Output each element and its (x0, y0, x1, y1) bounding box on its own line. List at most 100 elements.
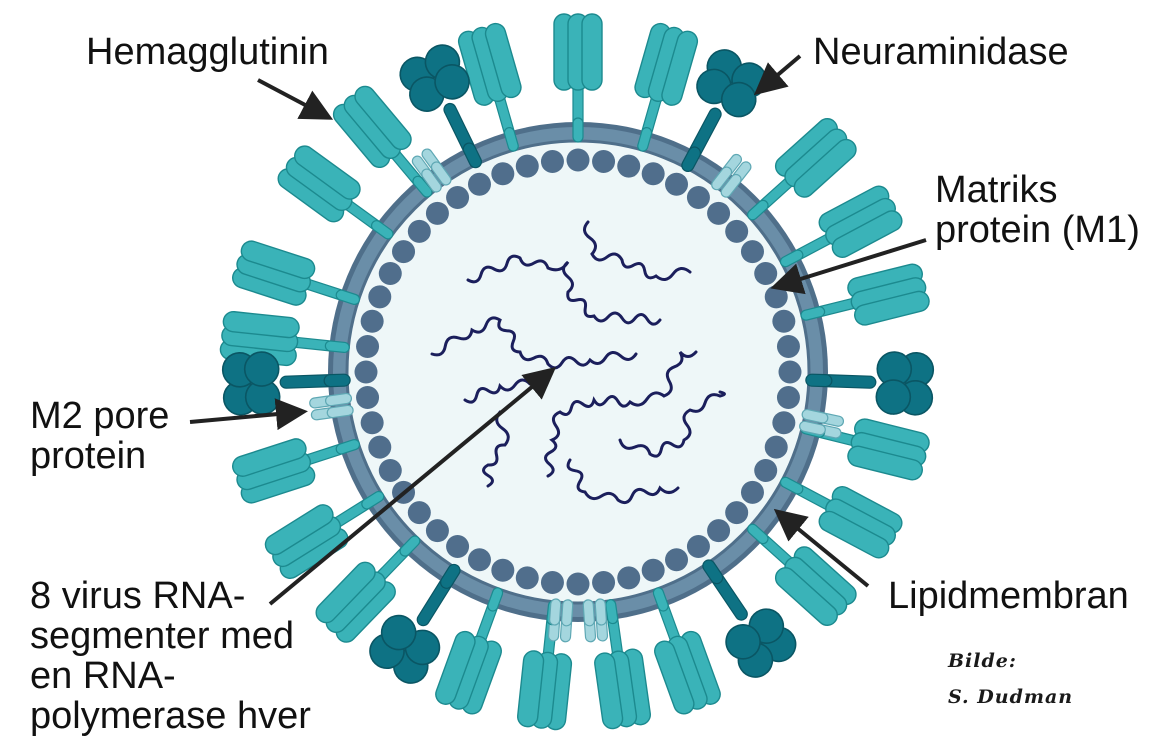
m2-anchor (582, 598, 607, 627)
matrix-protein-dot (665, 548, 689, 572)
matrix-protein-dot (686, 534, 710, 558)
rna-segments (430, 220, 726, 505)
neuraminidase-spike (701, 557, 797, 678)
matrix-protein-dot (491, 162, 515, 186)
matrix-protein-dot (407, 501, 431, 525)
arrow-neuraminidase (753, 54, 802, 96)
label-rna-segments: 8 virus RNA- segmenter med en RNA- polym… (30, 576, 311, 736)
label-rna-line1: 8 virus RNA- (30, 575, 246, 617)
matrix-protein-dot (491, 558, 515, 582)
label-rna-line2: segmenter med (30, 615, 295, 657)
protein-stems (323, 117, 833, 627)
matrix-protein-dot (515, 154, 539, 178)
hemagglutinin-anchor (324, 340, 350, 354)
hemagglutinin-spike (264, 488, 388, 579)
matrix-protein-dot (617, 154, 641, 178)
arrow-rna-segments (268, 366, 557, 606)
viral-envelope (328, 122, 828, 622)
label-rna-line4: polymerase hver (30, 695, 311, 737)
hemagglutinin-anchor (572, 117, 584, 143)
hemagglutinin-anchor (503, 127, 519, 152)
matrix-protein-dot (665, 172, 689, 196)
arrow-matrix-protein (770, 238, 927, 295)
matrix-protein-dot (778, 360, 802, 384)
matrix-protein-dot (446, 534, 470, 558)
hemagglutinin-anchor (652, 587, 669, 612)
label-neuraminidase: Neuraminidase (813, 31, 1069, 73)
label-matrix-line1: Matriks (935, 169, 1058, 211)
m2-anchor (799, 408, 829, 436)
neuraminidase-anchor (681, 146, 702, 172)
hemagglutinin-anchor (335, 289, 361, 305)
image-credit: Bilde: S. Dudman (948, 650, 1073, 708)
virus-interior (347, 141, 809, 603)
matrix-protein-dot (740, 480, 764, 504)
matrix-protein-dot (740, 240, 764, 264)
arrow-m2-pore-protein (189, 398, 308, 431)
neuraminidase-spike (680, 49, 767, 174)
matrix-protein-dot (754, 459, 778, 483)
hemagglutinin-anchor (335, 439, 361, 455)
rna-segment-7 (482, 410, 510, 488)
hemagglutinin-anchor (487, 587, 504, 612)
matrix-protein-dot (754, 261, 778, 285)
label-matrix-line2: protein (M1) (935, 209, 1140, 251)
m2-anchor (711, 166, 742, 198)
rna-segment-8 (566, 458, 680, 505)
surface-proteins (219, 13, 935, 731)
matrix-protein-dot (566, 148, 590, 172)
label-lipid-membrane: Lipidmembran (888, 575, 1129, 617)
matrix-protein-dot (566, 572, 590, 596)
rna-segment-1 (466, 254, 662, 326)
matrix-protein-dot (725, 501, 749, 525)
matrix-protein-dot (776, 334, 800, 358)
matrix-protein-dot (540, 150, 564, 174)
matrix-protein-dot (378, 459, 402, 483)
matrix-protein-dot (617, 566, 641, 590)
matrix-protein-dot (356, 334, 380, 358)
credit-line2: S. Dudman (948, 686, 1074, 708)
matrix-protein-dot (592, 570, 616, 594)
hemagglutinin-anchor (361, 490, 385, 510)
matrix-protein-dot (707, 519, 731, 543)
label-matrix-protein: Matriks protein (M1) (935, 170, 1140, 250)
matrix-protein-dot (425, 201, 449, 225)
matrix-protein-dot (354, 360, 378, 384)
matrix-protein-dot (368, 435, 392, 459)
m2-anchor (549, 598, 574, 627)
matrix-protein-dot (467, 548, 491, 572)
label-rna-line3: en RNA- (30, 655, 176, 697)
label-m2-line2: protein (30, 435, 147, 477)
matrix-protein-dot (446, 186, 470, 210)
matrix-protein-dot (356, 386, 380, 410)
neuraminidase-anchor (439, 563, 461, 589)
matrix-protein-dot (407, 219, 431, 243)
matrix-protein-dot (641, 162, 665, 186)
hemagglutinin-spike (744, 118, 857, 224)
hemagglutinin-anchor (747, 199, 769, 221)
matrix-protein-dot (686, 186, 710, 210)
hemagglutinin-anchor (399, 535, 421, 557)
label-m2-line1: M2 pore (30, 395, 170, 437)
neuraminidase-anchor (462, 142, 483, 169)
matrix-protein-dot (772, 309, 796, 333)
matrix-protein-dot (707, 201, 731, 225)
m2-anchor (324, 392, 354, 419)
rna-segment-5 (544, 350, 698, 478)
hemagglutinin-spike (457, 22, 522, 156)
matrix-protein-dot (764, 435, 788, 459)
matrix-protein-dot (368, 285, 392, 309)
arrow-lipid-membrane (773, 508, 870, 588)
matrix-protein-dot (772, 411, 796, 435)
matrix-protein-dot (764, 285, 788, 309)
neuraminidase-anchor (323, 373, 351, 388)
hemagglutinin-spike (744, 520, 857, 626)
rna-segment-4 (463, 378, 532, 404)
matrix-protein-dot (360, 309, 384, 333)
hemagglutinin-anchor (412, 175, 433, 198)
matrix-protein-dot (392, 240, 416, 264)
matrix-protein-dot (515, 566, 539, 590)
hemagglutinin-spike (594, 595, 651, 730)
label-hemagglutinin: Hemagglutinin (86, 31, 329, 73)
